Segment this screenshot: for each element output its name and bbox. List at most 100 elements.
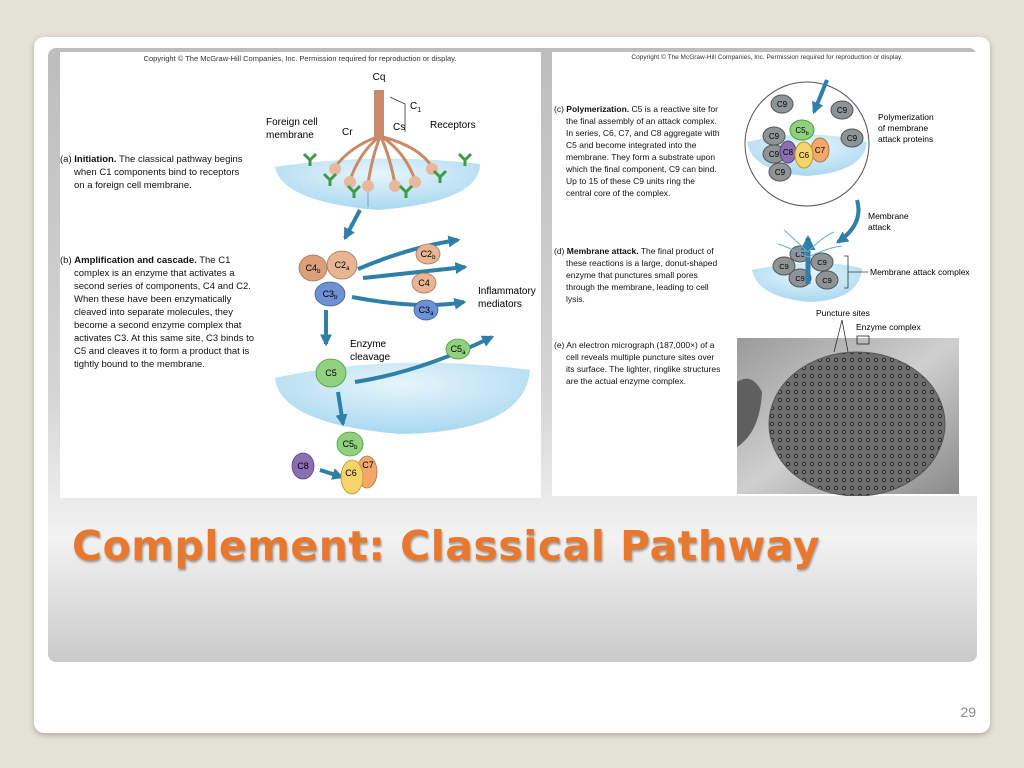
label-cq: Cq	[373, 72, 386, 83]
svg-text:membrane. They form a substrat: membrane. They form a substrate upon	[566, 152, 715, 162]
molecules-left: C4b C2a C3b C2b C4 C3a C5a C5 C5b C8 C7 …	[291, 243, 471, 495]
copyright-right: Copyright © The McGraw-Hill Companies, I…	[631, 53, 902, 61]
arrow-membrane-attack	[836, 199, 861, 244]
molecule-c4b: C4b	[298, 254, 328, 282]
svg-text:C9: C9	[769, 150, 780, 159]
svg-text:C4b: C4b	[306, 263, 322, 275]
svg-text:through the membrane, leading: through the membrane, leading to cell	[566, 282, 709, 292]
foreign-cell-membrane-top	[275, 158, 480, 210]
label-foreign-cell-2: membrane	[266, 130, 314, 141]
panel-c-text: (c) Polymerization. C5 is a reactive sit…	[554, 104, 720, 198]
c9-unit: C9	[770, 94, 794, 114]
svg-text:become a second enzyme complex: become a second enzyme complex that	[74, 320, 242, 331]
svg-text:on a foreign cell membrane.: on a foreign cell membrane.	[74, 180, 192, 191]
c9-unit: C9	[789, 245, 811, 263]
molecule-c2a: C2a	[326, 250, 358, 280]
svg-text:C6: C6	[799, 151, 810, 160]
molecule-c5b: C5b	[336, 431, 364, 457]
label-enzyme-complex: Enzyme complex	[856, 322, 921, 332]
svg-text:C9: C9	[795, 250, 805, 259]
label-polymerization-1: Polymerization	[878, 112, 934, 122]
label-foreign-cell-1: Foreign cell	[266, 117, 318, 128]
molecule-c8: C8	[291, 452, 315, 480]
svg-text:enzyme that punctures small po: enzyme that punctures small pores	[566, 270, 698, 280]
svg-text:C6: C6	[345, 468, 357, 478]
slide-number: 29	[960, 704, 976, 720]
svg-text:central core of the complex.: central core of the complex.	[566, 188, 670, 198]
label-membrane-attack-2: attack	[868, 222, 891, 232]
label-membrane-attack-1: Membrane	[868, 211, 909, 221]
label-polymerization-2: of membrane	[878, 123, 928, 133]
svg-text:(c) Polymerization. C5 is a re: (c) Polymerization. C5 is a reactive sit…	[554, 104, 718, 114]
svg-text:when C1 components bind to rec: when C1 components bind to receptors	[73, 167, 240, 178]
svg-text:which the final component, C9: which the final component, C9 can bind.	[565, 164, 717, 174]
svg-text:C5 and become integrated into: C5 and become integrated into the	[566, 140, 697, 150]
panel-d-text: (d) Membrane attack. The final product o…	[554, 246, 717, 304]
c7-unit: C7	[810, 137, 830, 163]
svg-text:C5b: C5b	[343, 439, 359, 451]
svg-text:C7: C7	[362, 460, 374, 470]
svg-text:C9: C9	[817, 258, 827, 267]
c8-unit: C8	[779, 140, 797, 164]
slide-title: Complement: Classical Pathway	[72, 522, 821, 570]
c9-unit: C9	[768, 162, 792, 182]
electron-micrograph	[737, 319, 959, 496]
cascade-arrows	[319, 209, 495, 480]
svg-text:C5 and cleaves it to form a pr: C5 and cleaves it to form a product that…	[74, 346, 250, 357]
molecule-c5a: C5a	[445, 338, 471, 360]
svg-text:C8: C8	[783, 148, 794, 157]
svg-text:are the actual enzyme complex.: are the actual enzyme complex.	[566, 376, 686, 386]
svg-text:C9: C9	[822, 276, 832, 285]
svg-text:lysis.: lysis.	[566, 294, 585, 304]
figure-right-diagram: Copyright © The McGraw-Hill Companies, I…	[554, 53, 970, 496]
copyright-left: Copyright © The McGraw-Hill Companies, I…	[144, 54, 457, 63]
svg-text:the final assembly of an attac: the final assembly of an attack complex.	[566, 116, 717, 126]
svg-text:cleaved into separate molecule: cleaved into separate molecules, they	[74, 307, 233, 318]
label-puncture-sites: Puncture sites	[816, 308, 870, 318]
svg-text:C7: C7	[815, 146, 826, 155]
label-c1: C1	[410, 101, 421, 114]
label-membrane-attack-complex: Membrane attack complex	[870, 267, 970, 277]
svg-text:C9: C9	[795, 274, 805, 283]
svg-text:these reactions is a large, do: these reactions is a large, donut-shaped	[566, 258, 717, 268]
panel-e-text: (e) An electron micrograph (187,000×) of…	[554, 340, 720, 386]
svg-text:In series, C6, C7, and C8 aggr: In series, C6, C7, and C8 aggregate with	[566, 128, 720, 138]
svg-text:C5: C5	[325, 368, 337, 378]
label-cr: Cr	[342, 127, 353, 138]
receptors-group	[302, 152, 473, 198]
svg-text:C2a: C2a	[335, 260, 351, 272]
label-inflammatory-2: mediators	[478, 299, 522, 310]
svg-text:cell reveals multiple puncture: cell reveals multiple puncture sites ove…	[566, 352, 715, 362]
svg-text:its surface. The lighter, ring: its surface. The lighter, ringlike struc…	[566, 364, 720, 374]
panel-b-text: (b) Amplification and cascade. The C1 co…	[60, 255, 254, 370]
svg-text:C2b: C2b	[421, 249, 437, 261]
label-inflammatory-1: Inflammatory	[478, 286, 536, 297]
c9-unit: C9	[840, 128, 864, 148]
c1-complex	[329, 90, 438, 207]
c9-unit: C9	[762, 126, 786, 146]
molecule-c3b: C3b	[314, 281, 346, 307]
svg-text:When these have been enzymatic: When these have been enzymatically	[74, 294, 232, 305]
membrane-attack-complex: C9 C9 C9 C9 C9	[752, 229, 868, 302]
svg-text:C8: C8	[297, 461, 309, 471]
svg-text:C9: C9	[775, 168, 786, 177]
molecule-c3a: C3a	[413, 299, 439, 321]
c9-unit: C9	[810, 252, 834, 272]
molecule-c4: C4	[411, 272, 437, 294]
molecule-c2b: C2b	[415, 243, 441, 265]
svg-text:activates C3. At this same sit: activates C3. At this same site, C3 bind…	[74, 333, 254, 344]
figure-left-diagram: Copyright © The McGraw-Hill Companies, I…	[60, 54, 536, 495]
molecule-c6: C6	[340, 459, 364, 495]
arrow-polymerization	[812, 79, 829, 115]
label-cs: Cs	[393, 122, 405, 133]
molecule-c5: C5	[315, 358, 347, 388]
svg-text:C9: C9	[847, 134, 858, 143]
svg-text:C9: C9	[837, 106, 848, 115]
polymerization-circle: C9 C9 C9 C9 C9 C9 C5b C8 C7 C6	[744, 81, 870, 207]
label-enzyme-1: Enzyme	[350, 339, 387, 350]
svg-text:(e) An electron micrograph (18: (e) An electron micrograph (187,000×) of…	[554, 340, 715, 350]
c9-unit: C9	[772, 256, 796, 276]
figure-right-panel: Copyright © The McGraw-Hill Companies, I…	[552, 52, 977, 496]
svg-text:(b) Amplification and cascade.: (b) Amplification and cascade. The C1	[60, 255, 230, 266]
svg-text:(a) Initiation. The classical: (a) Initiation. The classical pathway be…	[60, 154, 243, 165]
